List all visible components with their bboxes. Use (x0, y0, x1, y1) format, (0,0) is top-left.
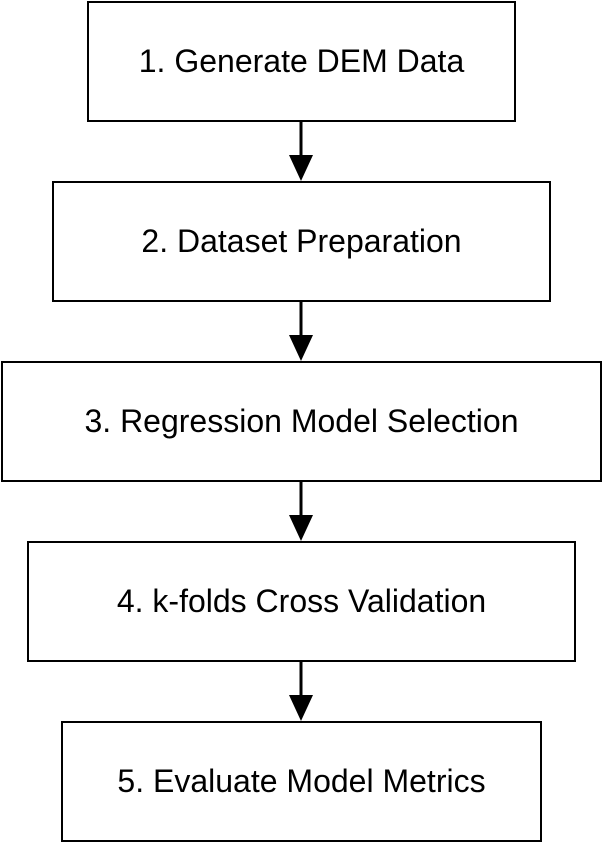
step-k-folds-cross-validation: 4. k-folds Cross Validation (27, 541, 576, 662)
step-label: 4. k-folds Cross Validation (116, 583, 487, 619)
arrow-1-to-2 (289, 122, 313, 181)
step-evaluate-model-metrics: 5. Evaluate Model Metrics (61, 721, 542, 842)
step-label: 2. Dataset Preparation (141, 223, 462, 259)
step-generate-dem-data: 1. Generate DEM Data (87, 1, 516, 122)
step-label: 3. Regression Model Selection (84, 403, 519, 439)
step-label: 5. Evaluate Model Metrics (117, 763, 486, 799)
step-dataset-preparation: 2. Dataset Preparation (52, 181, 551, 302)
step-regression-model-selection: 3. Regression Model Selection (1, 361, 602, 482)
arrow-4-to-5 (289, 662, 313, 721)
step-label: 1. Generate DEM Data (138, 43, 465, 79)
arrow-3-to-4 (289, 482, 313, 541)
arrow-2-to-3 (289, 302, 313, 361)
